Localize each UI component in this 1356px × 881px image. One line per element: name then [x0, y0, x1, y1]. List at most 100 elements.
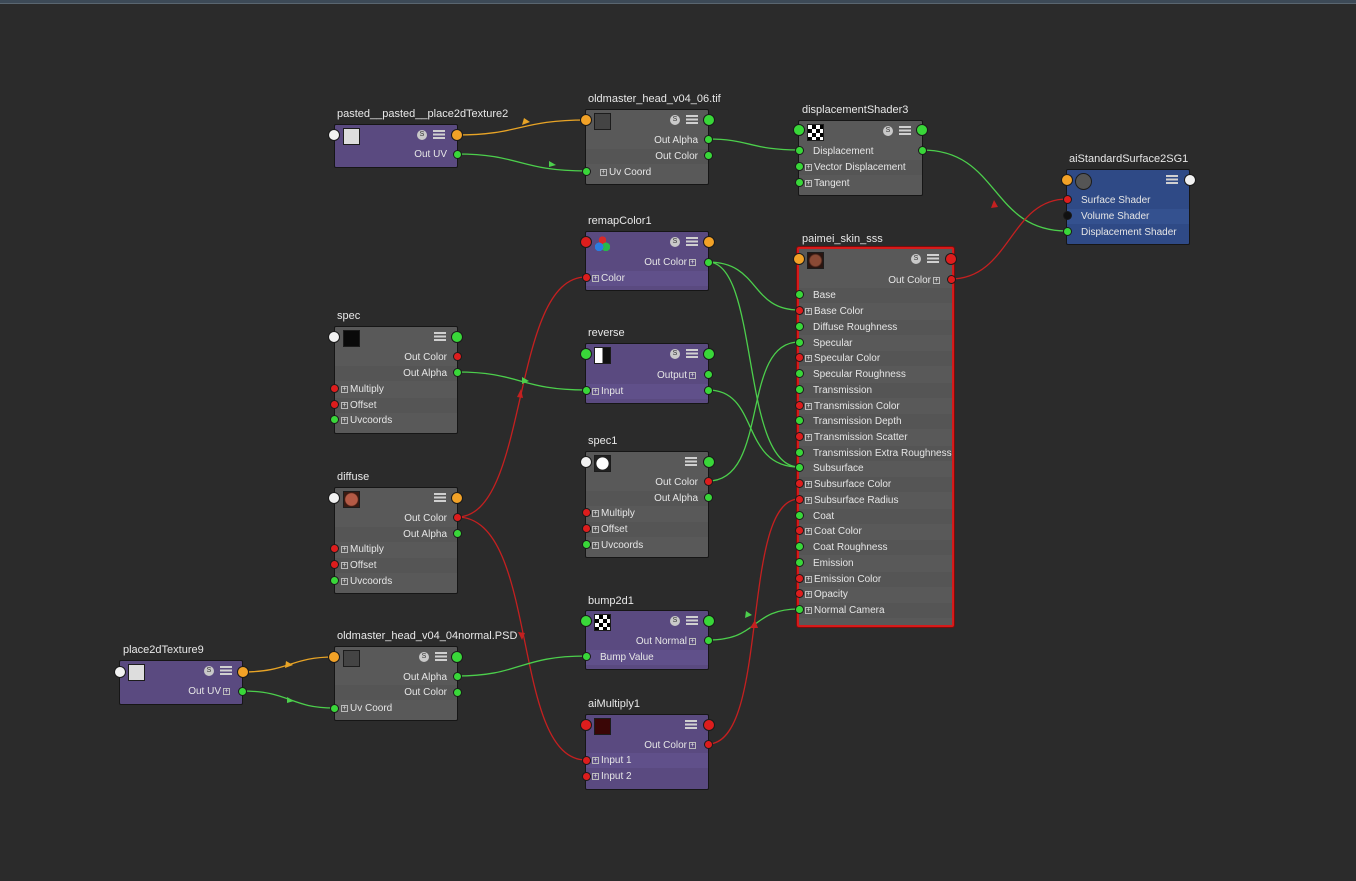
file-texture-node[interactable]: S Out Alpha Out Color +Uv Coord: [334, 646, 458, 721]
attr-specular-color[interactable]: +Specular Color: [799, 351, 952, 366]
input-port[interactable]: [328, 651, 340, 663]
attr-transmission-depth[interactable]: Transmission Depth: [799, 414, 952, 429]
input-port[interactable]: [795, 526, 804, 535]
attr-out-color[interactable]: Out Color+: [888, 275, 940, 286]
attr-normal-camera[interactable]: +Normal Camera: [799, 603, 952, 618]
input-port[interactable]: [114, 666, 126, 678]
attribute-list-icon[interactable]: [686, 349, 698, 358]
reverse-node[interactable]: S Output+ +Input: [585, 343, 709, 404]
attribute-list-icon[interactable]: [686, 616, 698, 625]
attribute-list-icon[interactable]: [927, 254, 939, 263]
expand-plus-icon[interactable]: +: [805, 402, 812, 410]
attr-transmission-scatter[interactable]: +Transmission Scatter: [805, 432, 908, 443]
output-port[interactable]: [704, 151, 713, 160]
output-port[interactable]: [451, 331, 463, 343]
output-port[interactable]: [453, 513, 462, 522]
attribute-list-icon[interactable]: [434, 332, 446, 341]
expand-plus-icon[interactable]: +: [341, 416, 348, 424]
expand-plus-icon[interactable]: +: [592, 509, 599, 517]
output-port[interactable]: [703, 719, 715, 731]
attr-base-color[interactable]: +Base Color: [805, 306, 864, 317]
input-port[interactable]: [582, 756, 591, 765]
attr-vector-displacement[interactable]: +Vector Displacement: [799, 160, 922, 175]
attr-offset[interactable]: +Offset: [586, 522, 708, 537]
output-port[interactable]: [451, 651, 463, 663]
input-port[interactable]: [580, 236, 592, 248]
input-port[interactable]: [795, 605, 804, 614]
standard-surface-node[interactable]: S Out Color+ Base +Base Color Diffuse Ro…: [797, 247, 954, 627]
attribute-list-icon[interactable]: [686, 237, 698, 246]
input-port[interactable]: [795, 146, 804, 155]
bump2d-node[interactable]: S Out Normal+ Bump Value: [585, 610, 709, 670]
attr-out-color[interactable]: Out Color+: [644, 740, 696, 751]
attr-tangent[interactable]: +Tangent: [805, 178, 850, 189]
input-port[interactable]: [795, 463, 804, 472]
attr-out-alpha[interactable]: Out Alpha: [403, 672, 447, 683]
attr-coat-color[interactable]: +Coat Color: [805, 526, 862, 537]
expand-plus-icon[interactable]: +: [341, 577, 348, 585]
input-port[interactable]: [795, 479, 804, 488]
expand-plus-icon[interactable]: +: [689, 258, 696, 266]
expand-plus-icon[interactable]: +: [592, 387, 599, 395]
output-port[interactable]: [453, 352, 462, 361]
attribute-list-icon[interactable]: [220, 666, 232, 675]
expand-plus-icon[interactable]: +: [600, 168, 607, 176]
expand-plus-icon[interactable]: +: [341, 545, 348, 553]
attr-uv-coord[interactable]: +Uv Coord: [600, 167, 652, 178]
swatch-toggle-icon[interactable]: S: [204, 666, 214, 676]
spec-texture-node[interactable]: Out Color Out Alpha +Multiply +Offset +U…: [334, 326, 458, 434]
attr-offset[interactable]: +Offset: [335, 398, 457, 413]
expand-plus-icon[interactable]: +: [805, 606, 812, 614]
output-port[interactable]: [704, 477, 713, 486]
expand-plus-icon[interactable]: +: [805, 575, 812, 583]
input-port[interactable]: [582, 524, 591, 533]
swatch-toggle-icon[interactable]: S: [670, 115, 680, 125]
input-port[interactable]: [1063, 211, 1072, 220]
output-port[interactable]: [453, 368, 462, 377]
input-port[interactable]: [795, 306, 804, 315]
expand-plus-icon[interactable]: +: [592, 525, 599, 533]
attribute-list-icon[interactable]: [433, 130, 445, 139]
input-port[interactable]: [580, 456, 592, 468]
attribute-list-icon[interactable]: [686, 115, 698, 124]
attr-transmission-extra-roughness[interactable]: Transmission Extra Roughness: [799, 446, 952, 461]
output-port[interactable]: [916, 124, 928, 136]
attr-diffuse-roughness[interactable]: Diffuse Roughness: [799, 320, 952, 335]
input-port[interactable]: [795, 448, 804, 457]
expand-plus-icon[interactable]: +: [592, 541, 599, 549]
expand-plus-icon[interactable]: +: [689, 371, 696, 379]
output-port[interactable]: [237, 666, 249, 678]
input-port[interactable]: [795, 589, 804, 598]
attr-out-color[interactable]: Out Color: [586, 149, 708, 164]
attr-out-alpha[interactable]: Out Alpha: [654, 135, 698, 146]
swatch-toggle-icon[interactable]: S: [911, 254, 921, 264]
input-port[interactable]: [795, 178, 804, 187]
attr-specular-roughness[interactable]: Specular Roughness: [813, 369, 906, 380]
expand-plus-icon[interactable]: +: [805, 307, 812, 315]
output-port[interactable]: [704, 386, 713, 395]
input-port[interactable]: [582, 386, 591, 395]
input-port[interactable]: [582, 772, 591, 781]
attr-uvcoords[interactable]: +Uvcoords: [341, 576, 393, 587]
attr-offset[interactable]: +Offset: [335, 558, 457, 573]
expand-plus-icon[interactable]: +: [689, 741, 696, 749]
attr-subsurface-radius[interactable]: +Subsurface Radius: [805, 495, 899, 506]
swatch-toggle-icon[interactable]: S: [670, 237, 680, 247]
expand-plus-icon[interactable]: +: [341, 561, 348, 569]
swatch-toggle-icon[interactable]: S: [883, 126, 893, 136]
output-port[interactable]: [704, 370, 713, 379]
attr-out-uv[interactable]: Out UV+: [188, 686, 230, 697]
attr-emission[interactable]: Emission: [813, 558, 854, 569]
expand-plus-icon[interactable]: +: [592, 756, 599, 764]
output-port[interactable]: [453, 688, 462, 697]
attr-subsurface[interactable]: Subsurface: [813, 463, 864, 474]
expand-plus-icon[interactable]: +: [341, 385, 348, 393]
file-texture-node[interactable]: S Out Alpha Out Color +Uv Coord: [585, 109, 709, 185]
attr-subsurface-color[interactable]: +Subsurface Color: [799, 477, 952, 492]
input-port[interactable]: [580, 615, 592, 627]
attr-coat-roughness[interactable]: Coat Roughness: [799, 540, 952, 555]
expand-plus-icon[interactable]: +: [805, 433, 812, 441]
ai-multiply-node[interactable]: Out Color+ +Input 1 +Input 2: [585, 714, 709, 790]
input-port[interactable]: [795, 416, 804, 425]
swatch-toggle-icon[interactable]: S: [419, 652, 429, 662]
